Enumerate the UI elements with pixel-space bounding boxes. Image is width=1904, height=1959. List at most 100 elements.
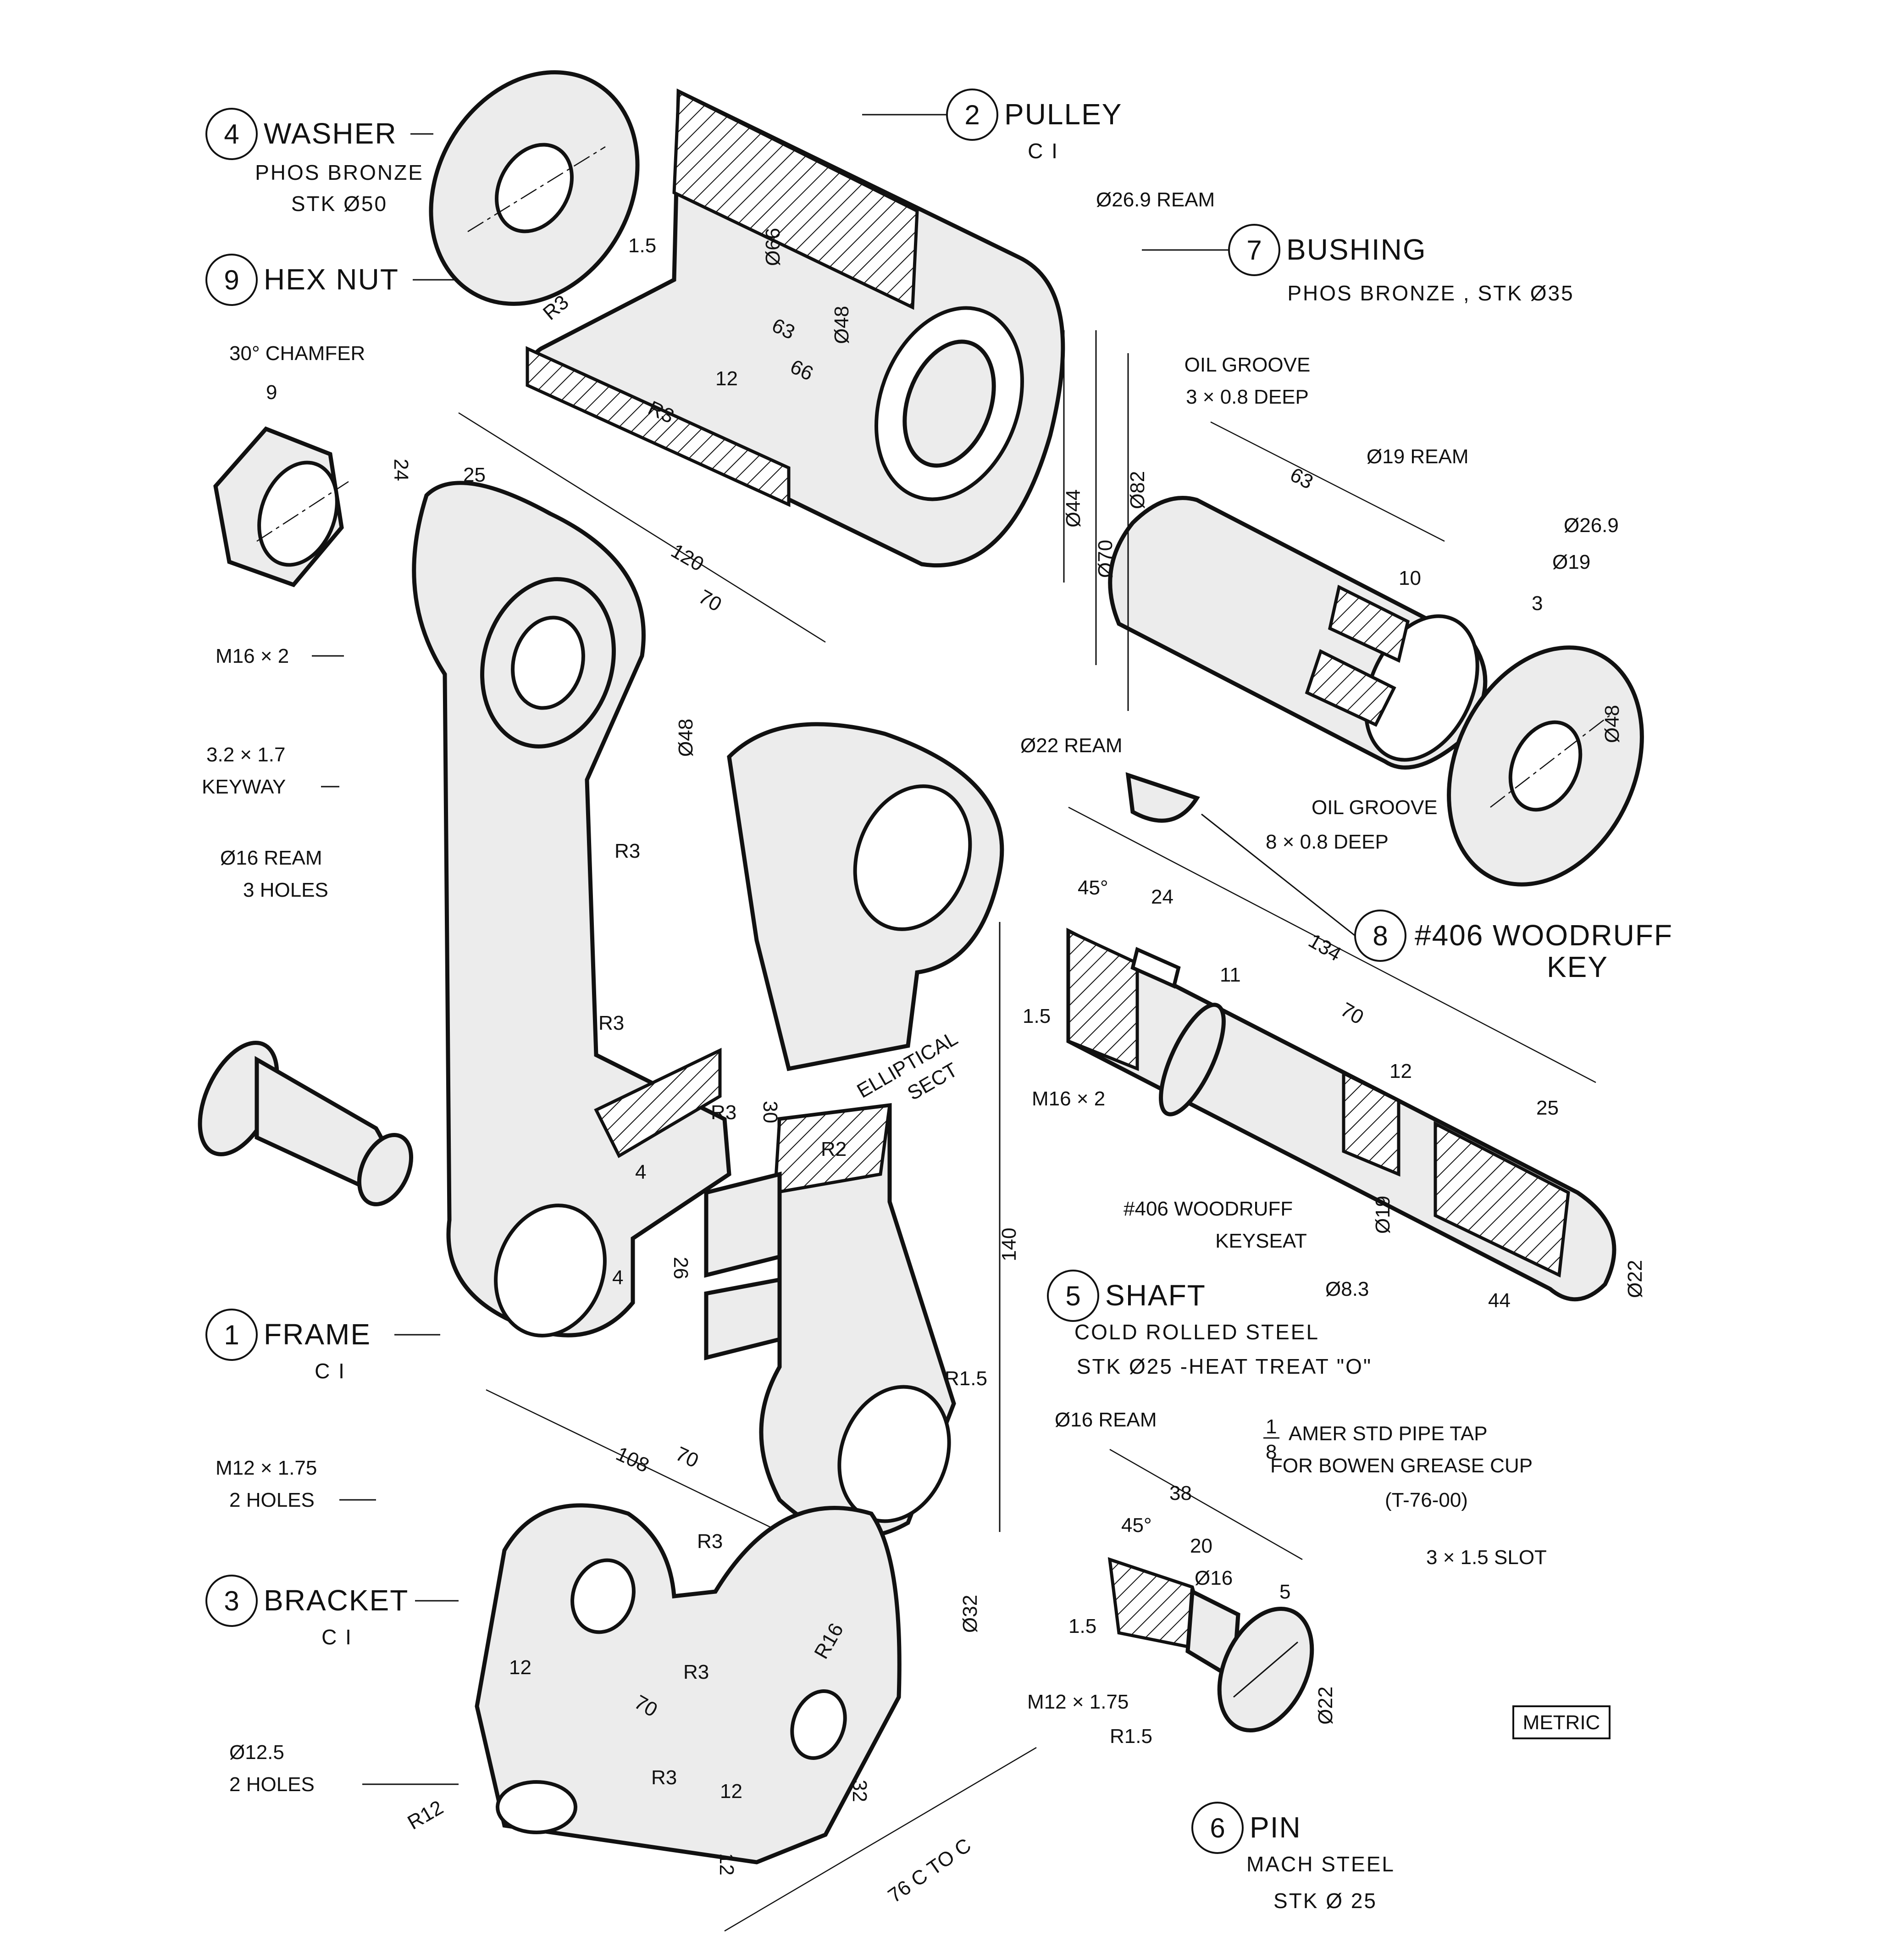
svg-text:25: 25	[463, 464, 486, 486]
svg-text:Ø70: Ø70	[1094, 540, 1117, 578]
svg-text:Ø19: Ø19	[1552, 551, 1590, 573]
svg-text:3.2 × 1.7: 3.2 × 1.7	[206, 744, 285, 766]
svg-text:M12 × 1.75: M12 × 1.75	[216, 1457, 317, 1479]
frame	[412, 481, 1004, 1539]
svg-text:1.5: 1.5	[1068, 1615, 1096, 1637]
pulley	[526, 88, 1065, 568]
svg-text:Ø66: Ø66	[762, 228, 784, 266]
units-badge: METRIC	[1512, 1705, 1611, 1739]
svg-text:C I: C I	[315, 1359, 346, 1383]
svg-text:1.5: 1.5	[1023, 1005, 1051, 1027]
svg-text:Ø82: Ø82	[1126, 471, 1149, 509]
svg-text:9: 9	[266, 381, 277, 404]
svg-text:#406 WOODRUFF: #406 WOODRUFF	[1415, 919, 1673, 952]
svg-text:METRIC: METRIC	[1523, 1711, 1600, 1734]
svg-text:45°: 45°	[1078, 877, 1108, 899]
svg-text:30° CHAMFER: 30° CHAMFER	[229, 342, 365, 365]
svg-text:38: 38	[1169, 1482, 1192, 1504]
svg-text:76 C TO C: 76 C TO C	[884, 1834, 975, 1907]
svg-text:R3: R3	[651, 1766, 677, 1789]
svg-text:63: 63	[1286, 463, 1317, 494]
svg-text:BUSHING: BUSHING	[1286, 233, 1427, 266]
svg-text:134: 134	[1305, 929, 1345, 966]
svg-text:8 × 0.8 DEEP: 8 × 0.8 DEEP	[1266, 831, 1389, 853]
svg-text:20: 20	[1190, 1535, 1212, 1557]
svg-text:R3: R3	[711, 1101, 736, 1124]
svg-text:10: 10	[1399, 567, 1421, 589]
svg-text:Ø48: Ø48	[1601, 705, 1623, 743]
svg-text:4: 4	[612, 1266, 623, 1289]
svg-text:KEYSEAT: KEYSEAT	[1215, 1230, 1307, 1252]
washer-callout: 4 WASHER PHOS BRONZE STK Ø50	[205, 108, 433, 216]
svg-text:COLD ROLLED STEEL: COLD ROLLED STEEL	[1074, 1320, 1319, 1344]
svg-text:12: 12	[720, 1780, 742, 1803]
svg-text:7: 7	[1246, 235, 1262, 266]
svg-text:12: 12	[715, 1853, 738, 1876]
svg-text:STK Ø50: STK Ø50	[291, 192, 387, 216]
svg-text:Ø22 REAM: Ø22 REAM	[1020, 734, 1123, 757]
svg-text:WASHER: WASHER	[264, 117, 397, 150]
svg-text:5: 5	[1279, 1581, 1290, 1603]
svg-text:1.5: 1.5	[628, 234, 656, 257]
hex-nut	[213, 426, 349, 588]
pin	[1107, 1557, 1314, 1732]
bushing-washer: Ø48	[1447, 645, 1644, 887]
svg-text:M16 × 2: M16 × 2	[1032, 1088, 1105, 1110]
svg-text:Ø44: Ø44	[1062, 489, 1085, 527]
svg-text:STK Ø25 -HEAT TREAT "O": STK Ø25 -HEAT TREAT "O"	[1077, 1354, 1372, 1378]
svg-text:STK Ø 25: STK Ø 25	[1273, 1889, 1377, 1913]
svg-text:Ø26.9: Ø26.9	[1564, 514, 1619, 537]
svg-text:C I: C I	[321, 1625, 353, 1649]
washer	[429, 70, 640, 306]
svg-text:24: 24	[1151, 886, 1173, 908]
svg-text:3 × 1.5 SLOT: 3 × 1.5 SLOT	[1426, 1546, 1547, 1569]
pin-callout: 6 PIN MACH STEEL STK Ø 25 3 × 1.5 SLOT M…	[1027, 1448, 1547, 1913]
svg-text:30: 30	[759, 1101, 781, 1123]
svg-text:12: 12	[509, 1656, 531, 1679]
pulley-callout: 2 PULLEY C I	[862, 89, 1122, 163]
svg-text:3: 3	[1532, 592, 1543, 615]
svg-text:140: 140	[998, 1228, 1020, 1261]
svg-text:Ø26.9 REAM: Ø26.9 REAM	[1096, 189, 1215, 211]
frame-bolt	[198, 1041, 414, 1207]
svg-text:2: 2	[964, 100, 980, 130]
svg-text:70: 70	[1337, 998, 1367, 1029]
svg-text:12: 12	[1389, 1060, 1412, 1082]
svg-text:OIL GROOVE: OIL GROOVE	[1184, 354, 1311, 376]
svg-text:(T-76-00): (T-76-00)	[1385, 1489, 1468, 1511]
svg-text:R3: R3	[614, 840, 640, 862]
svg-text:R1.5: R1.5	[945, 1367, 987, 1390]
svg-text:Ø16: Ø16	[1195, 1567, 1233, 1589]
svg-text:PHOS BRONZE , STK Ø35: PHOS BRONZE , STK Ø35	[1287, 281, 1574, 305]
svg-text:BRACKET: BRACKET	[264, 1584, 409, 1617]
svg-text:2 HOLES: 2 HOLES	[229, 1773, 315, 1796]
svg-text:PHOS BRONZE: PHOS BRONZE	[255, 161, 424, 184]
svg-text:Ø48: Ø48	[830, 306, 853, 344]
svg-text:HEX NUT: HEX NUT	[264, 263, 399, 296]
svg-text:Ø8.3: Ø8.3	[1325, 1278, 1369, 1300]
svg-text:#406 WOODRUFF: #406 WOODRUFF	[1124, 1198, 1293, 1220]
shaft-callout: 5 SHAFT COLD ROLLED STEEL STK Ø25 -HEAT …	[1023, 806, 1646, 1511]
svg-text:Ø22: Ø22	[1314, 1687, 1337, 1725]
svg-text:PULLEY: PULLEY	[1004, 98, 1122, 131]
bracket	[475, 1503, 902, 1865]
svg-text:PIN: PIN	[1250, 1811, 1301, 1844]
svg-text:4: 4	[224, 119, 239, 150]
svg-text:44: 44	[1488, 1289, 1511, 1312]
svg-text:4: 4	[635, 1161, 646, 1183]
svg-text:32: 32	[848, 1780, 871, 1802]
svg-text:45°: 45°	[1121, 1514, 1152, 1537]
svg-text:OIL GROOVE: OIL GROOVE	[1312, 796, 1438, 819]
svg-text:1: 1	[224, 1320, 239, 1350]
svg-text:70: 70	[672, 1443, 702, 1472]
svg-text:AMER STD PIPE TAP: AMER STD PIPE TAP	[1289, 1422, 1488, 1445]
svg-text:12: 12	[715, 367, 738, 390]
svg-text:8: 8	[1266, 1441, 1277, 1463]
svg-text:26: 26	[670, 1257, 692, 1279]
svg-text:3 HOLES: 3 HOLES	[243, 879, 328, 901]
svg-text:Ø16 REAM: Ø16 REAM	[220, 847, 322, 869]
svg-text:25: 25	[1536, 1097, 1559, 1119]
svg-text:R3: R3	[697, 1530, 723, 1553]
shaft	[1066, 927, 1616, 1302]
